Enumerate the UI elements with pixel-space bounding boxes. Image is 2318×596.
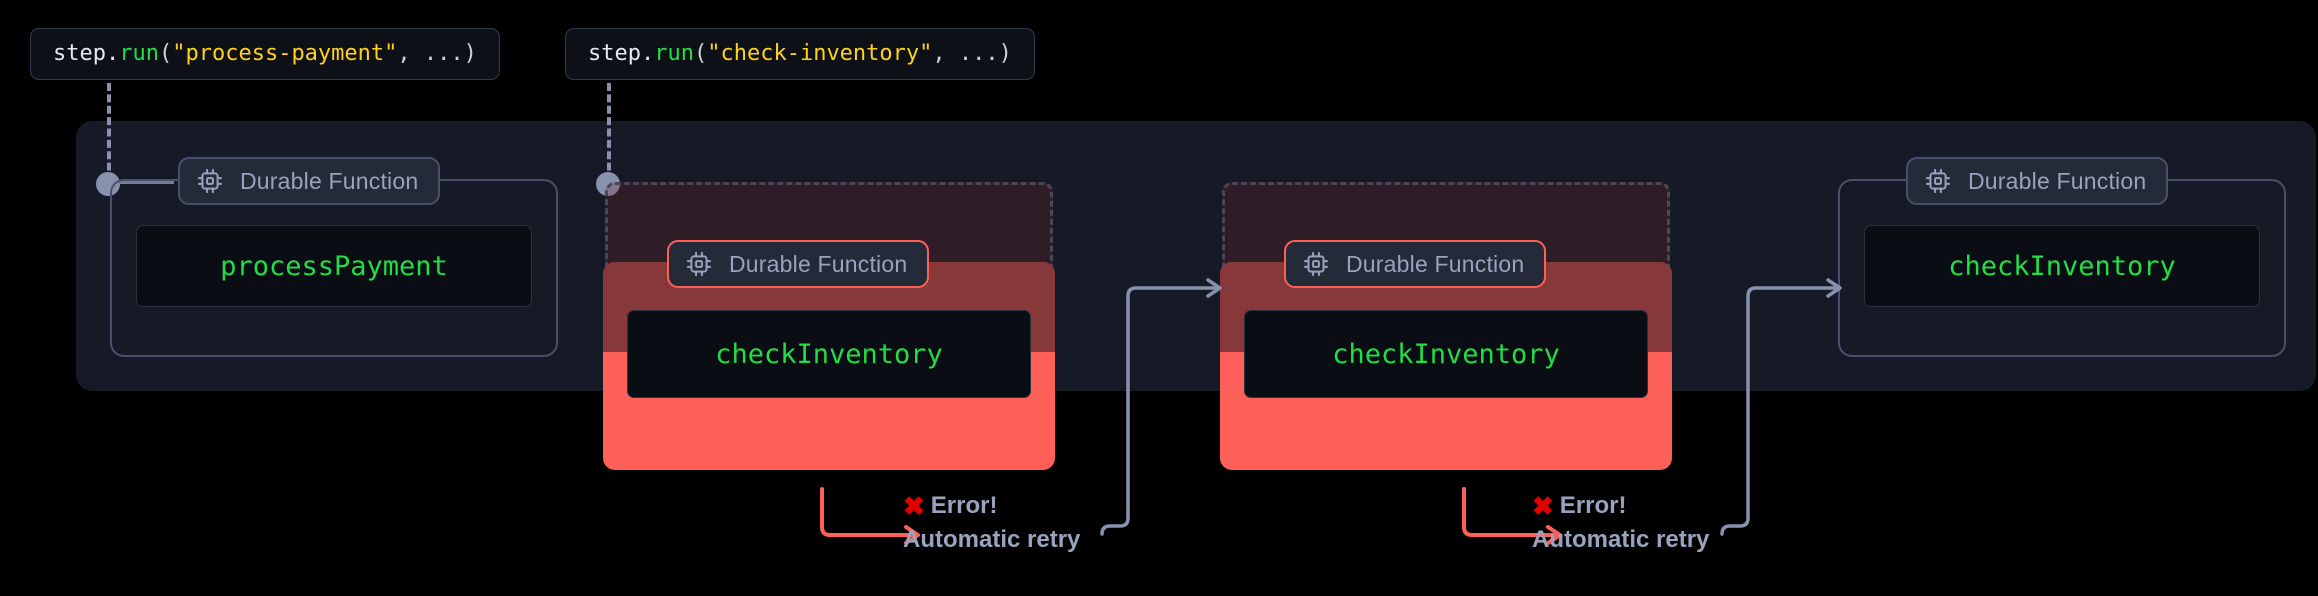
- callout-1-open: (: [158, 41, 173, 66]
- error-1-title: Error!: [930, 492, 998, 519]
- node-2-badge: Durable Function: [667, 240, 930, 288]
- anchor-1-stub-horizontal: [118, 181, 174, 184]
- node-1-function-name: processPayment: [220, 250, 448, 282]
- node-3-badge-label: Durable Function: [1346, 250, 1525, 277]
- callout-1-rest: , ...): [397, 41, 477, 66]
- node-3-code-box: checkInventory: [1244, 310, 1648, 398]
- node-1-badge: Durable Function: [178, 157, 441, 205]
- callout-2-string: "check-inventory": [707, 41, 933, 66]
- retry-arrow-1-path: [820, 487, 916, 537]
- callout-2-prefix: step.: [588, 41, 655, 66]
- node-check-inventory-attempt-1[interactable]: checkInventory Durable Function: [603, 182, 1055, 470]
- node-2-code-box: checkInventory: [627, 310, 1031, 398]
- callout-1-connector: [107, 83, 111, 182]
- retry-return-connector-1: [1100, 278, 1222, 536]
- error-x-icon: ✖: [1532, 491, 1554, 521]
- callout-check-inventory: step.run("check-inventory", ...): [565, 28, 1035, 80]
- retry-return-2-head: [1826, 278, 1842, 298]
- node-3-badge: Durable Function: [1284, 240, 1547, 288]
- retry-arrow-2-head: [1546, 525, 1562, 545]
- cpu-chip-icon: [1303, 251, 1329, 277]
- error-2-subtitle: Automatic retry: [1532, 526, 1710, 553]
- callout-1-string: "process-payment": [172, 41, 398, 66]
- callout-2-fn: run: [654, 41, 694, 66]
- node-check-inventory-attempt-2[interactable]: checkInventory Durable Function: [1220, 182, 1672, 470]
- node-4-badge: Durable Function: [1906, 157, 2169, 205]
- callout-1-fn: run: [119, 41, 159, 66]
- retry-return-1-head: [1206, 278, 1222, 298]
- cpu-chip-icon: [686, 251, 712, 277]
- retry-arrow-2-path: [1462, 487, 1558, 537]
- node-4-code-box: checkInventory: [1864, 225, 2260, 307]
- retry-arrow-1-head: [904, 525, 920, 545]
- error-2-headline: ✖ Error!: [1532, 492, 1709, 520]
- callout-1-prefix: step.: [53, 41, 120, 66]
- node-1-code-box: processPayment: [136, 225, 532, 307]
- node-4-function-name: checkInventory: [1948, 250, 2176, 282]
- callout-2-connector: [607, 83, 611, 182]
- retry-return-1-path: [1100, 286, 1220, 536]
- node-check-inventory-success[interactable]: checkInventory Durable Function: [1838, 157, 2286, 357]
- retry-return-connector-2: [1720, 278, 1842, 536]
- error-annotation-2: ✖ Error! Automatic retry: [1532, 492, 1709, 554]
- error-1-headline: ✖ Error!: [903, 492, 1080, 520]
- node-process-payment[interactable]: processPayment Durable Function: [110, 157, 558, 357]
- error-annotation-1: ✖ Error! Automatic retry: [903, 492, 1080, 554]
- error-2-title: Error!: [1559, 492, 1627, 519]
- node-3-function-name: checkInventory: [1332, 338, 1560, 370]
- node-1-badge-label: Durable Function: [240, 167, 419, 194]
- node-2-function-name: checkInventory: [715, 338, 943, 370]
- error-x-icon: ✖: [903, 491, 925, 521]
- callout-2-open: (: [693, 41, 708, 66]
- retry-arrow-1: [820, 487, 920, 545]
- cpu-chip-icon: [197, 168, 223, 194]
- retry-arrow-2: [1462, 487, 1562, 545]
- node-4-badge-label: Durable Function: [1968, 167, 2147, 194]
- cpu-chip-icon: [1925, 168, 1951, 194]
- node-2-badge-label: Durable Function: [729, 250, 908, 277]
- error-1-subtitle: Automatic retry: [903, 526, 1081, 553]
- callout-2-rest: , ...): [932, 41, 1012, 66]
- callout-process-payment: step.run("process-payment", ...): [30, 28, 500, 80]
- retry-return-2-path: [1720, 286, 1840, 536]
